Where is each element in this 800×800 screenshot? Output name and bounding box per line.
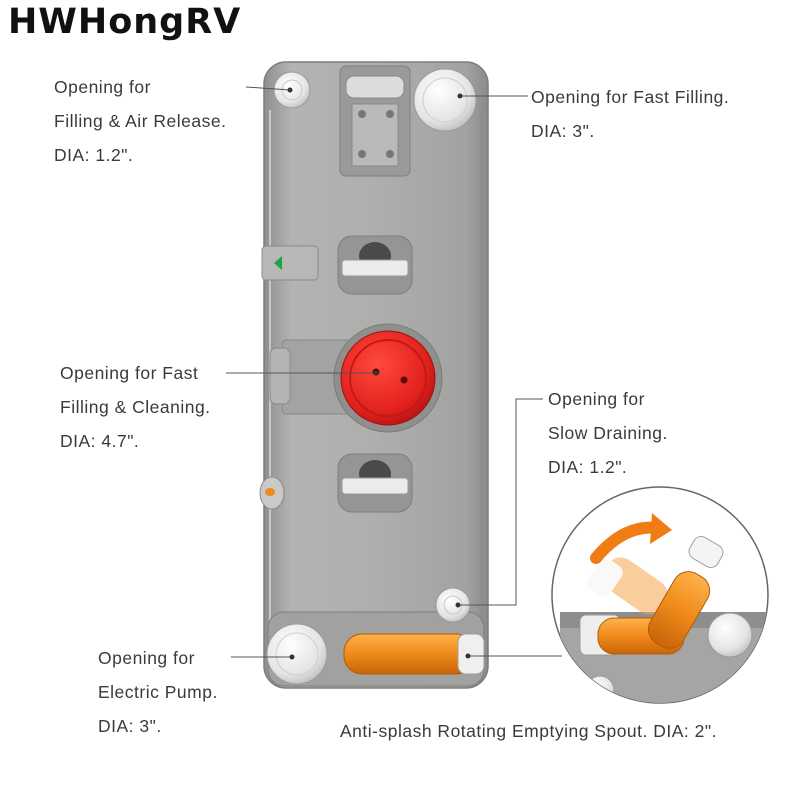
spout-detail-inset xyxy=(551,486,769,704)
callout-spout: Anti-splash Rotating Emptying Spout. DIA… xyxy=(340,714,717,748)
pump-cap-icon xyxy=(266,623,328,685)
callout-spout-line: Anti-splash Rotating Emptying Spout. DIA… xyxy=(340,721,717,741)
callout-pump-line-3: DIA: 3". xyxy=(98,716,162,736)
callout-air-release-line-3: DIA: 1.2". xyxy=(54,145,134,165)
callout-cleaning-line-2: Filling & Cleaning. xyxy=(60,397,211,417)
callout-pump-line-1: Opening for xyxy=(98,648,195,668)
callout-slow-drain-line-3: DIA: 1.2". xyxy=(548,457,628,477)
callout-fast-filling-line-1: Opening for Fast Filling. xyxy=(531,87,730,107)
callout-fast-filling: Opening for Fast Filling. DIA: 3". xyxy=(531,80,729,148)
callout-fast-filling-line-2: DIA: 3". xyxy=(531,121,595,141)
brand-logo-text: HWHongRV xyxy=(8,2,242,42)
callout-air-release: Opening for Filling & Air Release. DIA: … xyxy=(54,70,226,172)
callout-pump: Opening for Electric Pump. DIA: 3". xyxy=(98,641,218,743)
red-cleaning-cap-icon xyxy=(333,323,443,433)
callout-pump-line-2: Electric Pump. xyxy=(98,682,218,702)
leader-lines xyxy=(226,86,562,658)
callout-air-release-line-2: Filling & Air Release. xyxy=(54,111,227,131)
fast-filling-cap-icon xyxy=(413,68,477,132)
callout-cleaning-line-3: DIA: 4.7". xyxy=(60,431,140,451)
callout-air-release-line-1: Opening for xyxy=(54,77,151,97)
green-flow-arrow-icon xyxy=(274,256,282,270)
callout-cleaning: Opening for Fast Filling & Cleaning. DIA… xyxy=(60,356,211,458)
callout-slow-drain-line-2: Slow Draining. xyxy=(548,423,668,443)
callout-slow-drain-line-1: Opening for xyxy=(548,389,645,409)
callout-cleaning-line-1: Opening for Fast xyxy=(60,363,199,383)
callout-slow-drain: Opening for Slow Draining. DIA: 1.2". xyxy=(548,382,668,484)
orange-spout-icon xyxy=(343,633,485,675)
